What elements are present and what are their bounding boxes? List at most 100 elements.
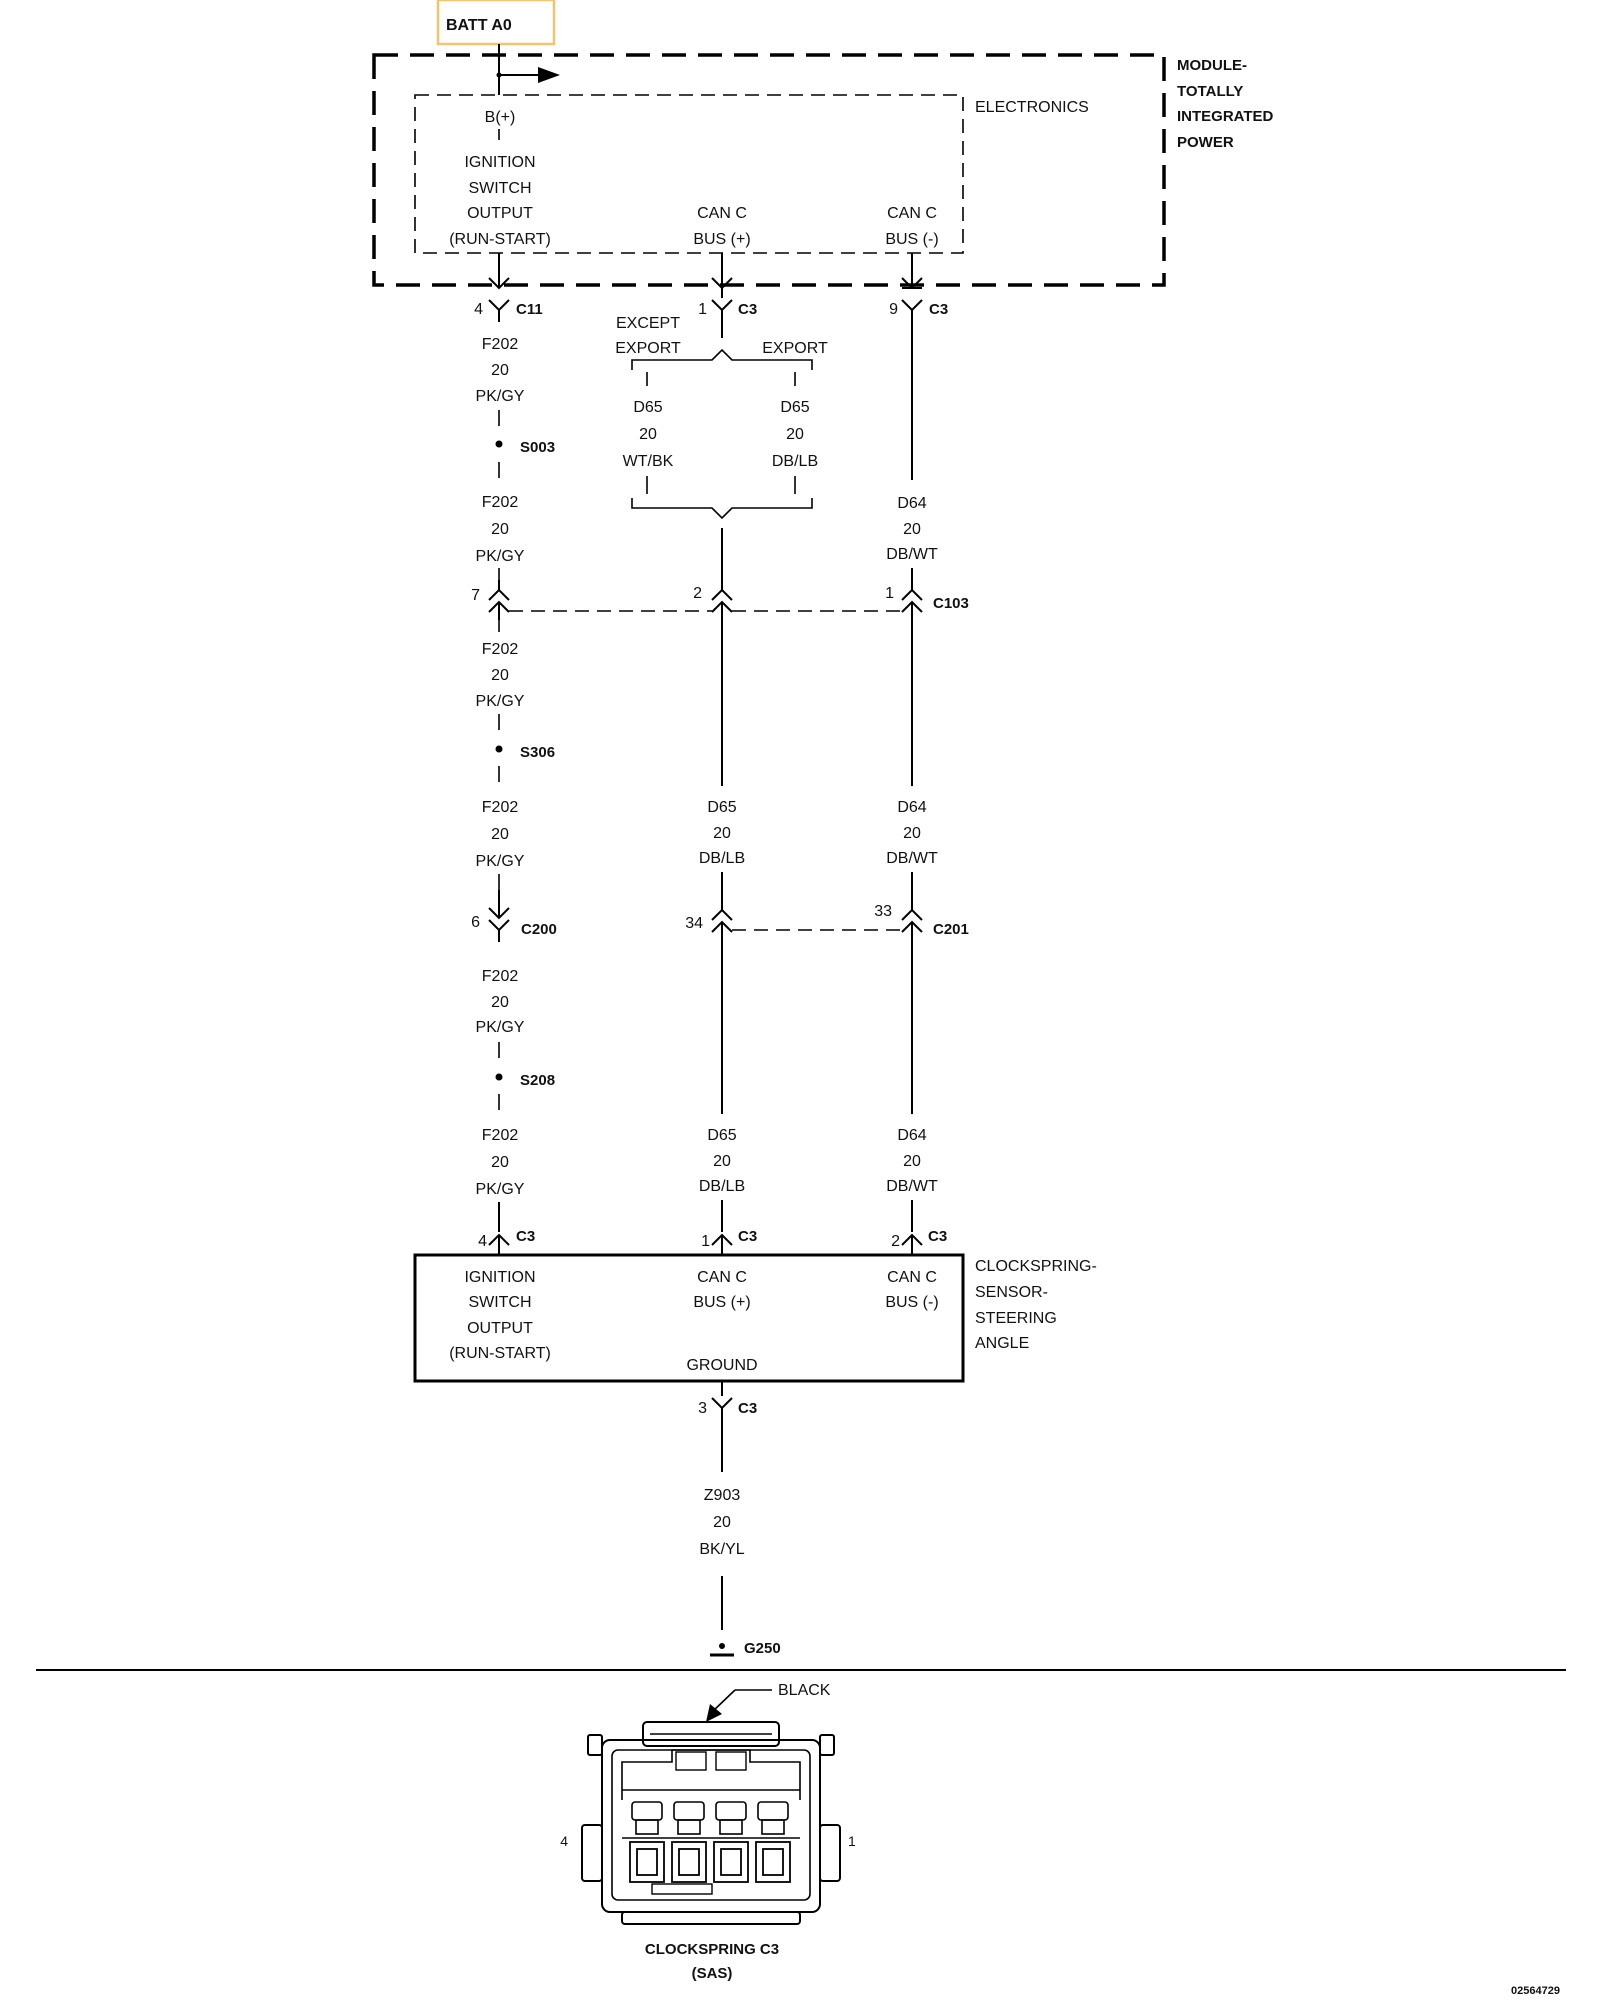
sas-c3-pin2: 2 C3 [891, 1228, 947, 1255]
d64-c-gauge: 20 [903, 1153, 921, 1170]
f202-f-circuit: F202 [482, 1127, 519, 1144]
sas-can-plus-2: BUS (+) [693, 1294, 750, 1311]
f202-d-color: PK/GY [476, 853, 525, 870]
sas-can-minus-2: BUS (-) [885, 1294, 938, 1311]
sas-c3-pin4: 4 C3 [478, 1228, 535, 1255]
module-name-3: INTEGRATED [1177, 108, 1274, 125]
b-plus-label: B(+) [485, 109, 516, 126]
sas-can-minus-1: CAN C [887, 1269, 937, 1286]
top-can-plus-2: BUS (+) [693, 231, 750, 248]
d65-b-circuit: D65 [707, 799, 736, 816]
batt-junction-dot [496, 72, 502, 78]
ground-c3-pin3: 3 C3 [698, 1381, 757, 1472]
sas-can-plus-1: CAN C [697, 1269, 747, 1286]
c103-pin-2: 2 [693, 585, 702, 602]
d64-a-circuit: D64 [897, 495, 926, 512]
batt-label-box [436, 0, 556, 46]
connector-c3-can-plus: 1 C3 [698, 288, 757, 338]
f202-c-color: PK/GY [476, 693, 525, 710]
d65-b-gauge: 20 [713, 825, 731, 842]
splice-s208: S208 [520, 1072, 555, 1089]
f202-f-gauge: 20 [491, 1154, 509, 1171]
c103-pin-1: 1 [885, 585, 894, 602]
splice-s306-dot [495, 745, 503, 753]
c3-can-minus-pin: 9 [889, 301, 898, 318]
sas-c3-pin-2: 2 [891, 1233, 900, 1250]
splice-s306: S306 [520, 744, 555, 761]
connector-c201-pin34: 34 [685, 908, 733, 1114]
connector-c103-pin1: 1 C103 [885, 585, 969, 786]
f202-a-gauge: 20 [491, 362, 509, 379]
d65-b-color: DB/LB [699, 850, 745, 867]
connector-subtitle: (SAS) [692, 1965, 733, 1982]
sas-ign-1: IGNITION [464, 1269, 535, 1286]
top-ign-3: OUTPUT [467, 205, 533, 222]
f202-c-circuit: F202 [482, 641, 519, 658]
f202-e-gauge: 20 [491, 994, 509, 1011]
color-leader-diag [711, 1689, 736, 1713]
ground-c3-pin: 3 [698, 1400, 707, 1417]
batt-arrow-head [538, 67, 560, 83]
f202-c-gauge: 20 [491, 667, 509, 684]
sas-c3-pin-4: 4 [478, 1233, 487, 1250]
f202-b-circuit: F202 [482, 494, 519, 511]
c103-pin-7: 7 [471, 587, 480, 604]
ground-g250-symbol [710, 1643, 734, 1657]
sas-ign-2: SWITCH [468, 1294, 531, 1311]
c11-pin: 4 [474, 301, 483, 318]
f202-d-circuit: F202 [482, 799, 519, 816]
electronics-label: ELECTRONICS [975, 99, 1089, 116]
f202-d-gauge: 20 [491, 826, 509, 843]
sas-ground-label: GROUND [686, 1357, 757, 1374]
f202-a-color: PK/GY [476, 388, 525, 405]
connector-pin-left: 4 [560, 1833, 568, 1849]
c200-pin: 6 [471, 914, 480, 931]
export-label: EXPORT [762, 340, 828, 357]
sas-c3-pin-1: 1 [701, 1233, 710, 1250]
d65-wtbk-color: WT/BK [623, 453, 674, 470]
electronics-boundary [414, 94, 964, 254]
z903-gauge: 20 [713, 1514, 731, 1531]
f202-e-color: PK/GY [476, 1019, 525, 1036]
connector-c3-can-minus: 9 C3 [889, 287, 948, 480]
color-leader-arrow [706, 1704, 722, 1722]
connector-color: BLACK [778, 1682, 831, 1699]
connector-c201-pin33: 33 C201 [874, 903, 969, 1114]
batt-label: BATT A0 [446, 17, 512, 34]
d65-c-circuit: D65 [707, 1127, 736, 1144]
d64-a-color: DB/WT [886, 546, 938, 563]
sas-c3-name-b: C3 [738, 1228, 757, 1245]
c201-pin-34: 34 [685, 915, 703, 932]
clockspring-sensor-box [413, 1253, 965, 1383]
sas-ign-4: (RUN-START) [449, 1345, 551, 1362]
d64-c-circuit: D64 [897, 1127, 926, 1144]
d65-c-color: DB/LB [699, 1178, 745, 1195]
splice-s003-dot [495, 440, 503, 448]
c3-can-plus-name: C3 [738, 301, 757, 318]
d65-wtbk-gauge: 20 [639, 426, 657, 443]
connector-c103-pin2: 2 [693, 585, 733, 786]
d64-a-gauge: 20 [903, 521, 921, 538]
top-ign-2: SWITCH [468, 180, 531, 197]
f202-a-circuit: F202 [482, 336, 519, 353]
connector-c11: 4 C11 [474, 299, 543, 322]
c103-name: C103 [933, 595, 969, 612]
f202-f-color: PK/GY [476, 1181, 525, 1198]
clockspring-name-1: CLOCKSPRING- [975, 1258, 1097, 1275]
except-export-2: EXPORT [615, 340, 681, 357]
ground-g250-label: G250 [744, 1640, 781, 1657]
clockspring-name-4: ANGLE [975, 1335, 1029, 1352]
d64-b-gauge: 20 [903, 825, 921, 842]
d64-b-circuit: D64 [897, 799, 926, 816]
connector-face-view [581, 1721, 841, 1925]
c11-name: C11 [516, 301, 543, 318]
variant-brace-top [631, 348, 813, 370]
figure-id: 02564729 [1511, 1985, 1560, 1997]
clockspring-name-3: STEERING [975, 1310, 1057, 1327]
ign-output-arrow [488, 277, 510, 290]
c3-can-minus-name: C3 [929, 301, 948, 318]
top-can-plus-1: CAN C [697, 205, 747, 222]
c200-name: C200 [521, 921, 557, 938]
c201-name: C201 [933, 921, 969, 938]
